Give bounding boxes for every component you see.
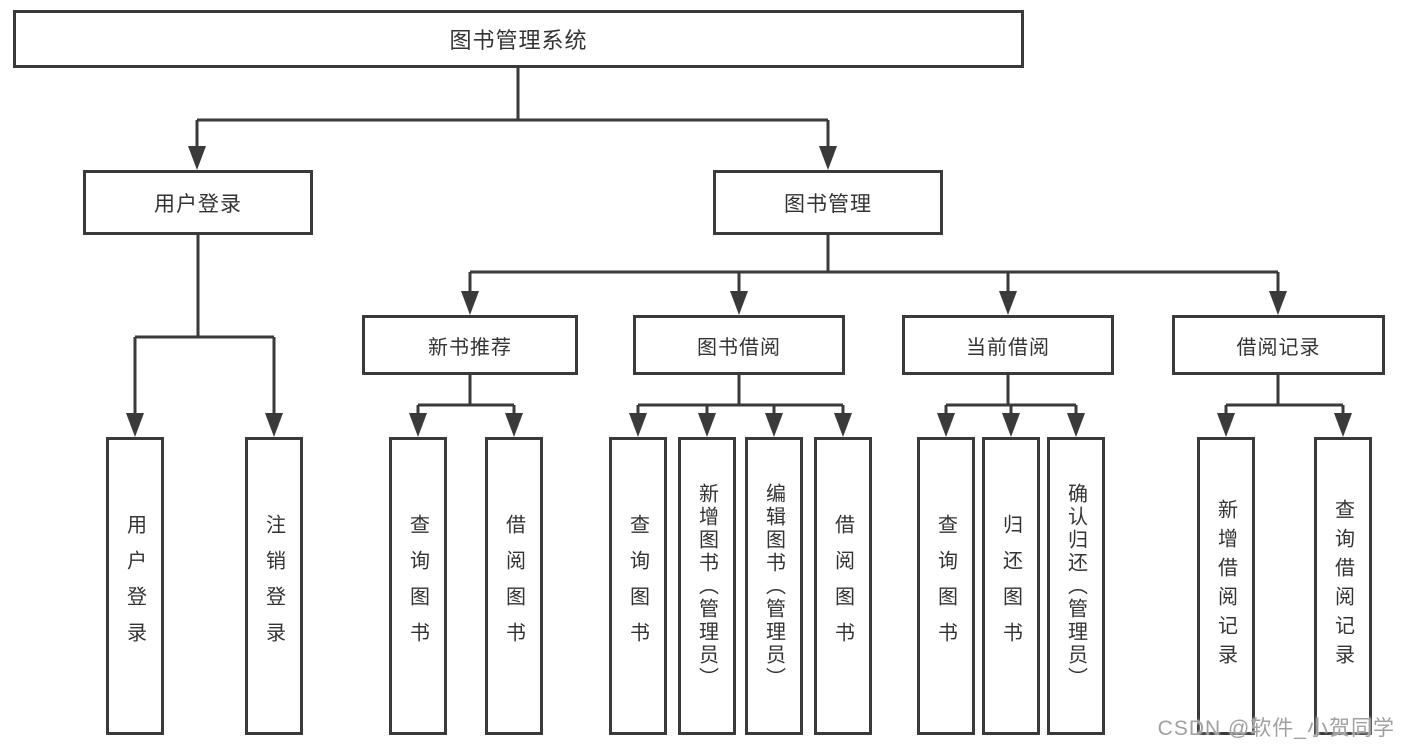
node-current-borrow: 当前借阅 (902, 315, 1114, 375)
node-user-login-label: 用户登录 (154, 192, 242, 216)
node-root-label: 图书管理系统 (449, 28, 588, 53)
leaf-query-books-borrow: 查询图书 (609, 437, 667, 735)
leaf-query-books-recommend: 查询图书 (389, 437, 447, 735)
leaf-confirm-return-admin: 确认归还（管理员） (1047, 437, 1105, 735)
leaf-borrow-books: 借阅图书 (814, 437, 872, 735)
leaf-query-books-recommend-label: 查询图书 (406, 514, 429, 658)
node-book-borrow-label: 图书借阅 (697, 336, 781, 359)
leaf-edit-books-admin: 编辑图书（管理员） (745, 437, 803, 735)
csdn-watermark: CSDN @软件_小贺同学 (1157, 717, 1395, 740)
node-book-management: 图书管理 (713, 170, 943, 235)
leaf-add-books-admin: 新增图书（管理员） (678, 437, 736, 735)
node-new-book-recommend: 新书推荐 (362, 315, 578, 375)
leaf-borrow-books-recommend: 借阅图书 (485, 437, 543, 735)
leaf-borrow-books-recommend-label: 借阅图书 (502, 514, 525, 658)
leaf-return-books: 归还图书 (982, 437, 1040, 735)
leaf-add-borrow-record-label: 新增借阅记录 (1214, 499, 1237, 673)
node-new-book-recommend-label: 新书推荐 (428, 336, 512, 359)
node-borrow-records: 借阅记录 (1172, 315, 1385, 375)
leaf-add-borrow-record: 新增借阅记录 (1197, 437, 1255, 735)
leaf-user-login: 用户登录 (106, 437, 164, 735)
node-book-borrow: 图书借阅 (633, 315, 845, 375)
leaf-return-books-label: 归还图书 (999, 514, 1022, 658)
leaf-query-borrow-record: 查询借阅记录 (1314, 437, 1372, 735)
node-current-borrow-label: 当前借阅 (966, 336, 1050, 359)
leaf-logout-label: 注销登录 (262, 514, 285, 658)
leaf-user-login-label: 用户登录 (123, 514, 146, 658)
arrowheads (126, 146, 1352, 437)
node-borrow-records-label: 借阅记录 (1236, 336, 1321, 359)
node-book-management-label: 图书管理 (784, 192, 872, 216)
leaf-logout: 注销登录 (245, 437, 303, 735)
leaf-query-books-current: 查询图书 (917, 437, 975, 735)
leaf-confirm-return-admin-label: 确认归还（管理员） (1064, 482, 1087, 690)
leaf-query-books-borrow-label: 查询图书 (626, 514, 649, 658)
leaf-edit-books-admin-label: 编辑图书（管理员） (762, 482, 785, 690)
leaf-add-books-admin-label: 新增图书（管理员） (695, 482, 718, 690)
leaf-borrow-books-label: 借阅图书 (831, 514, 854, 658)
node-user-login: 用户登录 (83, 170, 313, 235)
leaf-query-books-current-label: 查询图书 (934, 514, 957, 658)
leaf-query-borrow-record-label: 查询借阅记录 (1331, 499, 1354, 673)
node-root: 图书管理系统 (13, 10, 1024, 68)
